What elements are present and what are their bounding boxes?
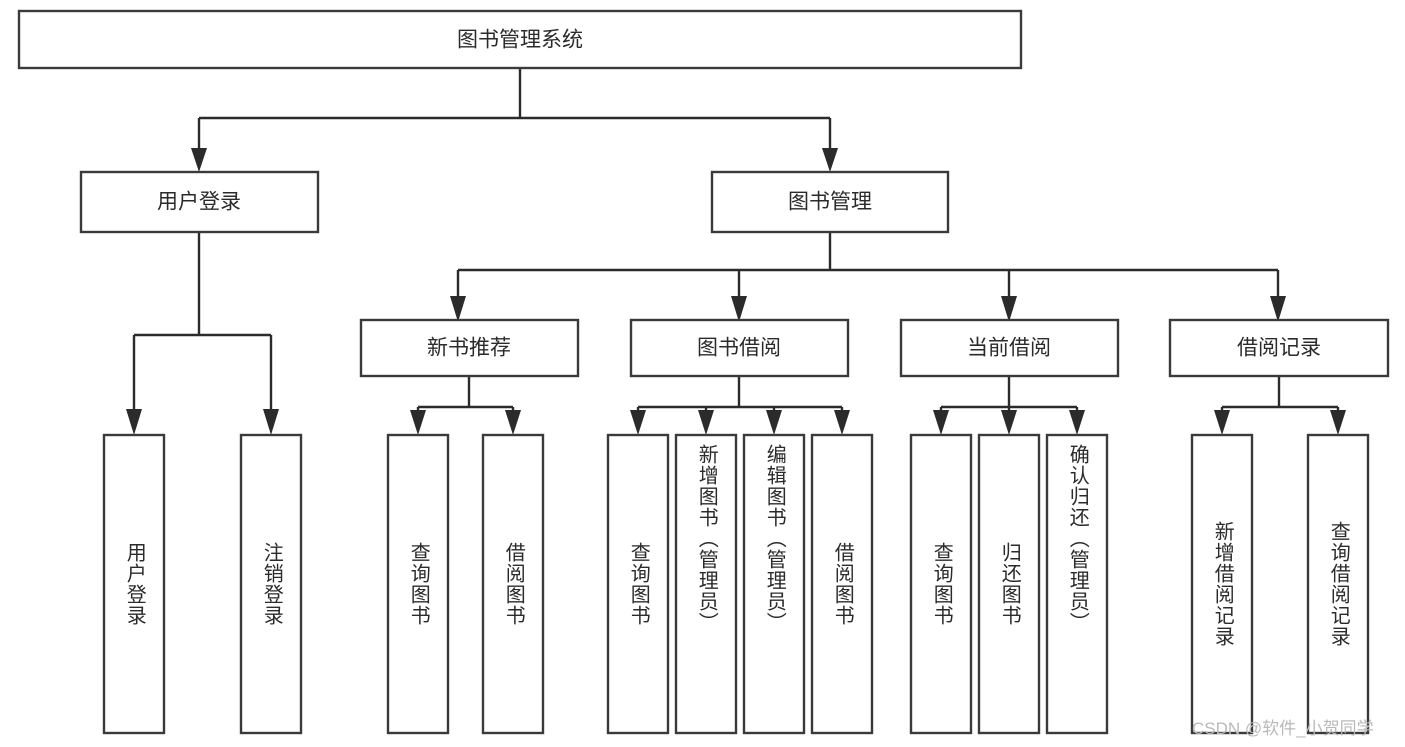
arrowhead-leaf-borrowrecord-1 — [1214, 410, 1230, 435]
arrowhead-leaf-logout — [263, 409, 279, 435]
leaf-box-currentborrow-confirm[interactable] — [1045, 433, 1109, 735]
node-book-borrow-label: 图书借阅 — [697, 337, 781, 360]
node-new-book-recommend[interactable] — [359, 318, 580, 378]
node-root-label: 图书管理系统 — [457, 29, 583, 52]
arrowhead-borrowrecord — [1270, 296, 1286, 322]
node-book-management-label: 图书管理 — [788, 191, 872, 214]
arrowhead-bookmgmt — [822, 148, 838, 172]
arrowhead-leaf-newbook-2 — [505, 410, 521, 435]
node-user-login[interactable] — [79, 170, 320, 234]
node-current-borrow[interactable] — [899, 318, 1120, 378]
leaf-box-bookborrow-edit[interactable] — [742, 433, 806, 735]
leaf-box-currentborrow-query[interactable] — [909, 433, 973, 735]
leaf-box-newbook-query[interactable] — [386, 433, 450, 735]
arrowhead-newbook — [450, 296, 466, 322]
arrowhead-leaf-bookborrow-1 — [630, 410, 646, 435]
leaf-box-logout[interactable] — [239, 433, 303, 735]
node-layer: 图书管理系统 用户登录 图书管理 新书推荐 图书借阅 当前借阅 借阅记录 — [17, 9, 1390, 735]
leaf-box-bookborrow-query[interactable] — [606, 433, 670, 735]
leaf-box-bookborrow-add[interactable] — [674, 433, 738, 735]
arrowhead-bookborrow — [731, 296, 747, 322]
node-borrow-record-label: 借阅记录 — [1237, 337, 1321, 360]
leaf-box-currentborrow-return[interactable] — [977, 433, 1041, 735]
leaf-box-record-add[interactable] — [1190, 433, 1254, 735]
leaf-box-bookborrow-borrow[interactable] — [810, 433, 874, 735]
node-current-borrow-label: 当前借阅 — [967, 337, 1051, 360]
leaf-box-user-login[interactable] — [102, 433, 166, 735]
arrowhead-leaf-newbook-1 — [410, 410, 426, 435]
arrowhead-leaf-bookborrow-3 — [766, 410, 782, 435]
arrowhead-userlogin — [191, 148, 207, 172]
node-borrow-record[interactable] — [1168, 318, 1390, 378]
leaf-box-newbook-borrow[interactable] — [481, 433, 545, 735]
arrowhead-leaf-bookborrow-2 — [698, 410, 714, 435]
node-book-borrow[interactable] — [629, 318, 850, 378]
arrowhead-leaf-user-login — [126, 409, 142, 435]
arrowhead-leaf-bookborrow-4 — [834, 410, 850, 435]
node-user-login-label: 用户登录 — [157, 191, 241, 214]
node-root[interactable] — [17, 9, 1023, 70]
node-book-management[interactable] — [710, 170, 950, 234]
leaf-box-record-query[interactable] — [1306, 433, 1370, 735]
arrowhead-leaf-currentborrow-3 — [1069, 410, 1085, 435]
connector-layer — [126, 68, 1346, 435]
node-new-book-recommend-label: 新书推荐 — [427, 337, 511, 360]
arrowhead-leaf-borrowrecord-2 — [1330, 410, 1346, 435]
arrowhead-leaf-currentborrow-1 — [933, 410, 949, 435]
arrowhead-currentborrow — [1001, 296, 1017, 322]
arrowhead-leaf-currentborrow-2 — [1001, 410, 1017, 435]
